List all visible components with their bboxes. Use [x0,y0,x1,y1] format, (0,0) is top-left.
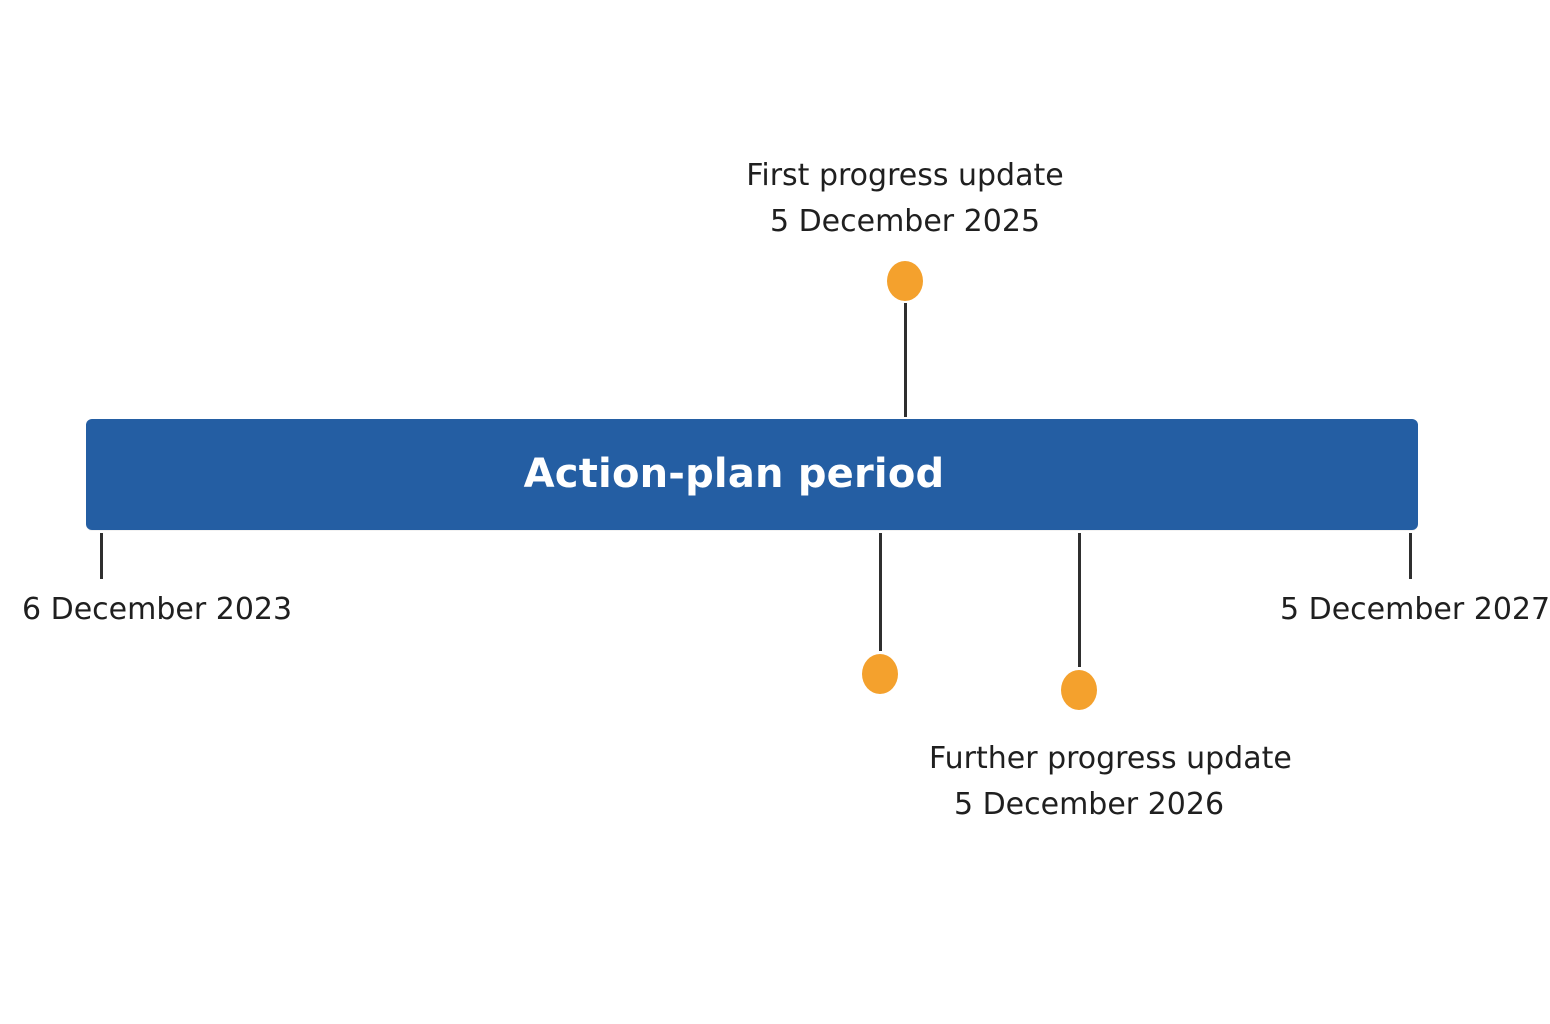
further-progress-callout: Further progress update 5 December 2026 [929,741,1292,823]
start-tick [100,533,103,579]
first-progress-callout: First progress update 5 December 2025 [745,158,1065,240]
first-progress-marker [887,261,923,301]
further-progress-connector [1078,533,1081,667]
start-date-label: 6 December 2023 [22,592,293,627]
lower-marker-connector [879,533,882,651]
further-progress-date: 5 December 2026 [953,787,1225,822]
lower-progress-marker [862,654,898,694]
action-plan-period-label: Action-plan period [523,451,945,497]
end-tick [1409,533,1412,579]
further-progress-marker [1061,670,1097,710]
action-plan-period-bar: Action-plan period [86,419,1418,530]
first-progress-date: 5 December 2025 [769,204,1041,239]
further-progress-label: Further progress update [929,741,1292,776]
first-progress-connector [904,303,907,417]
end-date-label: 5 December 2027 [1280,592,1550,627]
first-progress-label: First progress update [746,158,1064,193]
